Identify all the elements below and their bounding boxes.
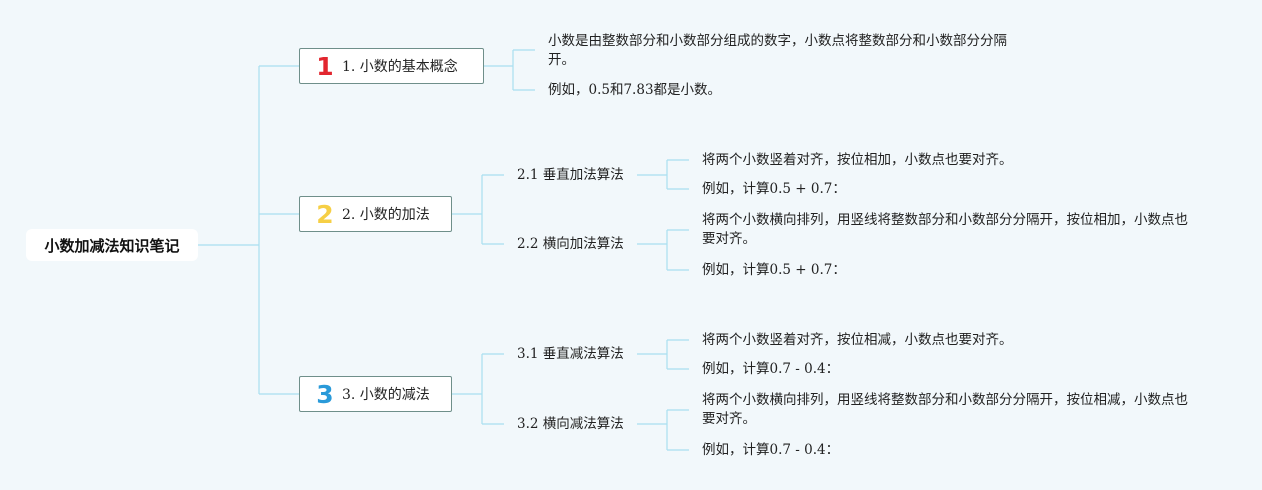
root-topic-label: 小数加减法知识笔记 bbox=[44, 236, 180, 255]
note-definition: 小数是由整数部分和小数部分组成的数字，小数点将整数部分和小数部分分隔开。 bbox=[548, 33, 1007, 68]
subtopic-vertical-subtraction[interactable]: 3.1 垂直减法算法 bbox=[517, 346, 624, 362]
note-horizontal-subtraction-rule: 将两个小数横向排列，用竖线将整数部分和小数部分分隔开，按位相减，小数点也要对齐。 bbox=[702, 392, 1188, 427]
note-example: 例如，0.5和7.83都是小数。 bbox=[548, 82, 722, 98]
note-vertical-subtraction-example: 例如，计算0.7 - 0.4： bbox=[702, 361, 840, 377]
note-horizontal-addition-example: 例如，计算0.5 + 0.7： bbox=[702, 262, 846, 278]
branch-label: 1. 小数的基本概念 bbox=[342, 59, 458, 75]
branch-subtraction[interactable]: 3 3. 小数的减法 bbox=[299, 376, 452, 412]
subtopic-horizontal-addition[interactable]: 2.2 横向加法算法 bbox=[517, 236, 624, 252]
number-two-icon: 2 bbox=[316, 199, 334, 229]
note-horizontal-addition-rule: 将两个小数横向排列，用竖线将整数部分和小数部分分隔开，按位相加，小数点也要对齐。 bbox=[702, 212, 1188, 247]
note-vertical-addition-rule: 将两个小数竖着对齐，按位相加，小数点也要对齐。 bbox=[702, 152, 1013, 168]
number-one-icon: 1 bbox=[316, 51, 334, 81]
branch-label: 3. 小数的减法 bbox=[342, 387, 430, 403]
root-topic[interactable]: 小数加减法知识笔记 bbox=[26, 229, 198, 261]
branch-label: 2. 小数的加法 bbox=[342, 207, 430, 223]
note-vertical-subtraction-rule: 将两个小数竖着对齐，按位相减，小数点也要对齐。 bbox=[702, 332, 1013, 348]
subtopic-horizontal-subtraction[interactable]: 3.2 横向减法算法 bbox=[517, 416, 624, 432]
note-vertical-addition-example: 例如，计算0.5 + 0.7： bbox=[702, 181, 846, 197]
note-horizontal-subtraction-example: 例如，计算0.7 - 0.4： bbox=[702, 442, 840, 458]
branch-addition[interactable]: 2 2. 小数的加法 bbox=[299, 196, 452, 232]
branch-basic-concept[interactable]: 1 1. 小数的基本概念 bbox=[299, 48, 484, 84]
number-three-icon: 3 bbox=[316, 379, 334, 409]
subtopic-vertical-addition[interactable]: 2.1 垂直加法算法 bbox=[517, 167, 624, 183]
